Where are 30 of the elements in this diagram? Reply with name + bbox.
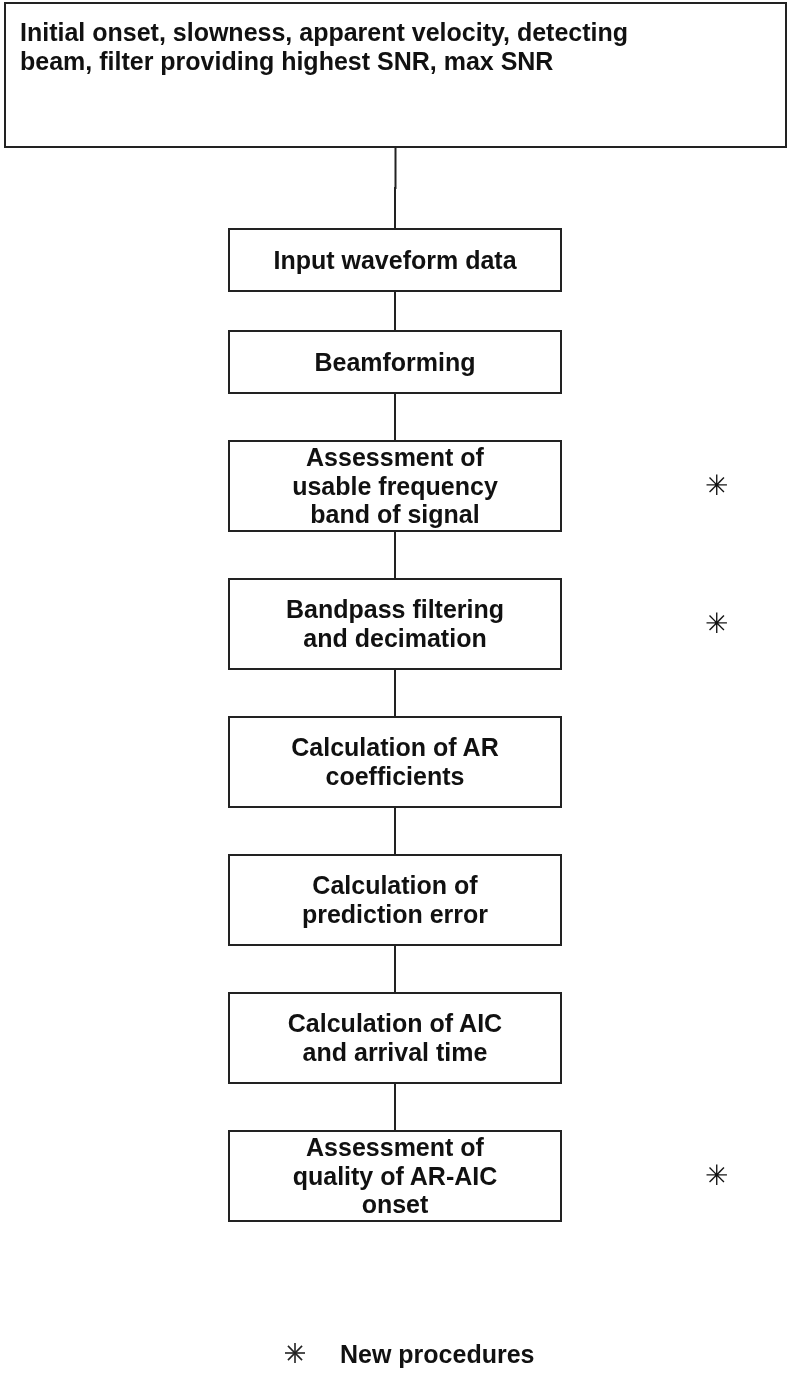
asterisk-mark: ✳ xyxy=(705,1162,729,1190)
asterisk-mark: ✳ xyxy=(705,610,729,638)
process-box xyxy=(228,1130,562,1222)
connector-line xyxy=(394,531,396,579)
box-text: Beamforming xyxy=(314,347,476,377)
process-box xyxy=(228,440,562,532)
connector-line xyxy=(394,147,397,229)
box-text: Initial onset, slowness, apparent velocity, detecting beam, filter providing highest SNR, max SNR xyxy=(20,18,630,76)
process-box xyxy=(228,716,562,808)
legend-text: New procedures xyxy=(340,1340,535,1369)
process-box xyxy=(228,330,562,394)
process-box xyxy=(228,578,562,670)
connector-line xyxy=(394,1083,396,1131)
box-text: Calculation of prediction error xyxy=(300,871,490,929)
box-text: Assessment of quality of AR-AIC onset xyxy=(291,1132,499,1220)
connector-line xyxy=(394,291,396,331)
asterisk-mark: ✳ xyxy=(705,472,729,500)
box-text: Input waveform data xyxy=(273,245,517,275)
process-box xyxy=(228,854,562,946)
process-box xyxy=(228,228,562,292)
process-box xyxy=(228,992,562,1084)
process-box xyxy=(4,2,787,148)
box-text: Calculation of AR coefficients xyxy=(290,733,500,791)
box-text: Calculation of AIC and arrival time xyxy=(286,1009,504,1067)
connector-line xyxy=(394,669,396,717)
connector-line xyxy=(394,807,396,855)
box-text: Assessment of usable frequency band of signal xyxy=(291,442,499,530)
connector-line xyxy=(394,393,396,441)
box-text: Bandpass filtering and decimation xyxy=(284,595,506,653)
connector-line xyxy=(394,945,396,993)
